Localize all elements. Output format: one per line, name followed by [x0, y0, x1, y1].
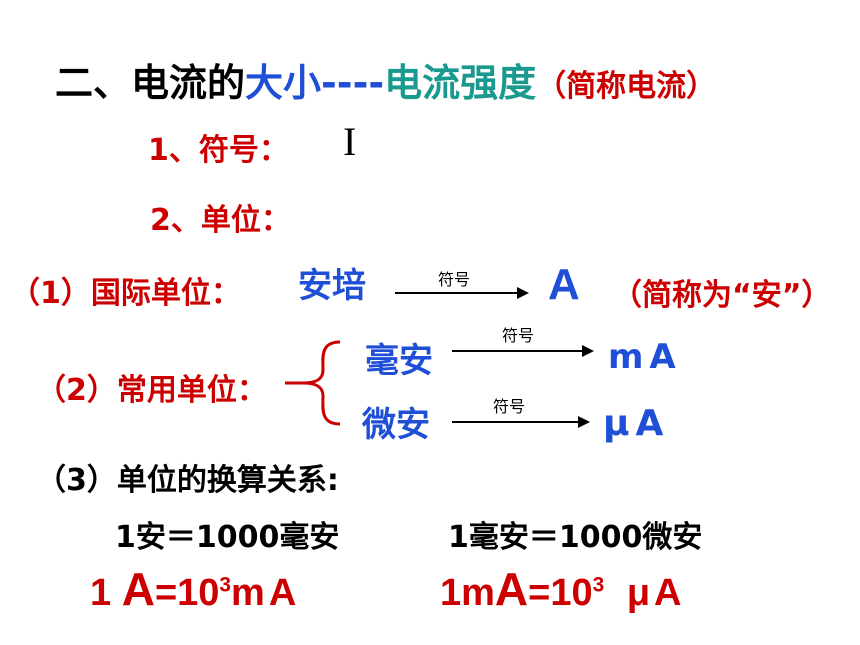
international-arrow-line	[395, 292, 517, 294]
common-item-milliamp-arrow-line	[452, 350, 582, 352]
international-arrow-label: 符号	[438, 270, 471, 289]
common-item-microamp-arrow-line	[452, 421, 578, 423]
title-prefix: 二、电流的	[55, 61, 246, 105]
conversion-eq2-symbolic: 1mA=103 μA	[440, 562, 686, 616]
symbol-label: 1、符号：	[148, 133, 289, 168]
title-abbrev: （简称电流）	[536, 69, 717, 104]
unit-label: 2、单位：	[150, 203, 291, 238]
conversion-eq1-text: 1安＝1000毫安	[115, 520, 340, 555]
eq2-right-unit: μA	[626, 572, 686, 614]
international-abbrev: （简称为“安”）	[612, 278, 832, 313]
eq1-eq: =10	[154, 572, 220, 614]
common-item-milliamp-arrow-head	[582, 345, 594, 357]
common-item-milliamp-arrow-label: 符号	[502, 326, 535, 345]
international-name: 安培	[298, 266, 366, 306]
common-item-microamp-symbol: μA	[603, 403, 670, 444]
international-arrow-head	[517, 287, 529, 299]
international-label: （1）国际单位：	[10, 276, 241, 311]
common-item-microamp-name: 微安	[362, 405, 430, 445]
page-title: 二、电流的大小----电流强度（简称电流）	[55, 52, 716, 107]
symbol-value: I	[343, 119, 357, 164]
conversion-eq2-text: 1毫安＝1000微安	[448, 520, 703, 555]
common-item-milliamp-name: 毫安	[365, 341, 433, 381]
eq1-right-unit: mA	[231, 572, 301, 614]
common-item-microamp-arrow-label: 符号	[493, 397, 526, 416]
common-label: （2）常用单位：	[36, 373, 267, 408]
eq1-left-unit: A	[121, 563, 155, 615]
eq2-exp: 3	[592, 573, 605, 597]
brace-icon	[285, 340, 341, 426]
conversion-label: （3）单位的换算关系:	[36, 463, 339, 498]
title-size: 大小	[245, 61, 322, 105]
title-dashes: ----	[321, 61, 385, 105]
eq1-left-num: 1	[90, 572, 112, 614]
common-item-milliamp-symbol: mA	[608, 337, 682, 377]
international-symbol: A	[548, 260, 580, 309]
eq1-exp: 3	[219, 573, 232, 597]
eq2-left-unit: A	[494, 563, 529, 615]
eq2-left-prefix: 1m	[440, 572, 495, 614]
title-strength: 电流强度	[384, 61, 537, 105]
common-item-microamp-arrow-head	[578, 416, 590, 428]
eq2-eq: =10	[528, 572, 593, 614]
conversion-eq1-symbolic: 1 A=103mA	[90, 562, 300, 616]
